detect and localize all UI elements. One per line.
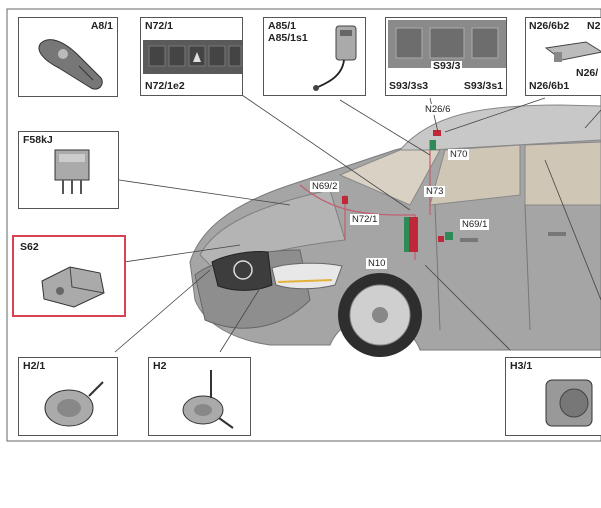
inset-label-left: S93/3s3 xyxy=(389,80,429,92)
callout-n72-1: N72/1 xyxy=(350,214,380,225)
inset-f58kj: F58kJ xyxy=(18,131,119,209)
inset-n26-6: N26/6b2 N2 N26/ N26/6b1 xyxy=(525,17,601,96)
inset-label: F58kJ xyxy=(23,134,53,146)
horn-icon xyxy=(182,370,234,429)
inset-label: H2 xyxy=(153,360,167,372)
relay-icon xyxy=(54,149,90,194)
inset-label: A8/1 xyxy=(90,20,113,32)
inset-n72-1: N72/1 N72/1e2 xyxy=(140,17,243,96)
inset-label: H2/1 xyxy=(23,360,46,372)
horn-actuator-icon xyxy=(313,25,357,91)
callout-n69-1: N69/1 xyxy=(460,219,490,230)
inset-label-bottom: N72/1e2 xyxy=(145,80,185,92)
inset-label-top: N72/1 xyxy=(145,20,174,32)
siren-icon xyxy=(545,379,593,427)
inset-label-top-right: N2 xyxy=(587,20,601,32)
horn-icon xyxy=(44,381,104,427)
inset-label-center: S93/3 xyxy=(431,60,463,72)
inset-label-line1: A85/1 xyxy=(268,20,297,32)
inset-label-mid: N26/ xyxy=(576,67,599,79)
overhead-switch-icon xyxy=(388,20,506,68)
inset-h2: H2 xyxy=(148,357,251,436)
inset-label-bottom: N26/6b1 xyxy=(529,80,570,92)
callout-n73: N73 xyxy=(424,186,446,197)
inset-s62: S62 xyxy=(12,235,126,317)
sunroof-module-icon xyxy=(544,41,601,62)
callout-n69-2: N69/2 xyxy=(310,181,340,192)
key-fob-icon xyxy=(38,39,103,90)
inset-s93-3: S93/3 S93/3s3 S93/3s1 xyxy=(385,17,507,96)
switch-panel-icon xyxy=(143,40,242,74)
inset-a85-1: A85/1 A85/1s1 xyxy=(263,17,366,96)
inset-a8-1: A8/1 xyxy=(18,17,118,97)
callout-n70: N70 xyxy=(448,149,470,160)
inset-label: H3/1 xyxy=(510,360,533,372)
inset-h3-1: H3/1 xyxy=(505,357,601,436)
inset-label: S62 xyxy=(20,241,39,253)
hood-switch-icon xyxy=(41,266,105,308)
callout-n10: N10 xyxy=(366,258,388,269)
inset-label-right: S93/3s1 xyxy=(463,80,503,92)
inset-label-line2: A85/1s1 xyxy=(268,32,308,44)
callout-n26-6: N26/6 xyxy=(423,104,453,115)
inset-label-top-left: N26/6b2 xyxy=(529,20,570,32)
inset-h2-1: H2/1 xyxy=(18,357,118,436)
